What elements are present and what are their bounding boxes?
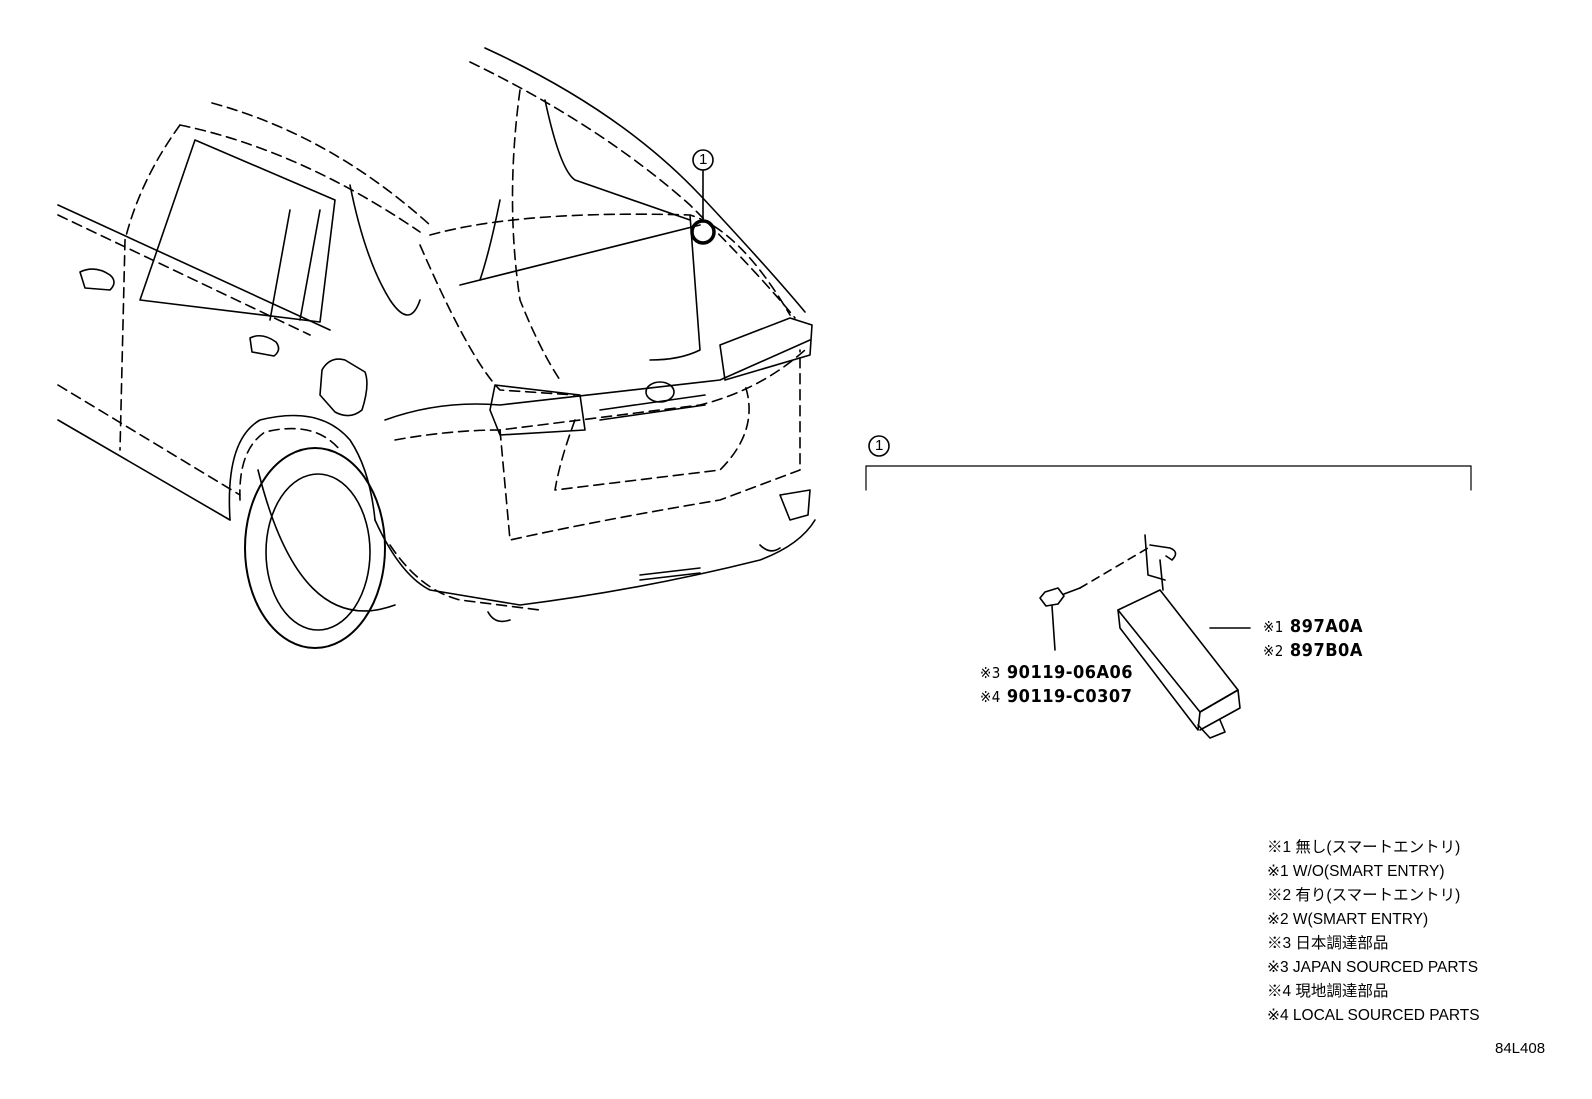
legend-item: ※3 日本調達部品 [1267,935,1389,952]
part-number-module-1[interactable]: ※1 897A0A [1263,618,1363,636]
drawing-code: 84L408 [1495,1040,1546,1057]
legend-item: ※2 有り(スマートエントリ) [1267,887,1461,904]
callout-number-vehicle: 1 [699,151,708,168]
callout-1-vehicle [690,149,716,245]
detail-bracket [865,435,1472,491]
legend-item: ※1 W/O(SMART ENTRY) [1267,863,1445,880]
legend-item: ※1 無し(スマートエントリ) [1267,839,1461,856]
callout-number-detail: 1 [875,437,884,454]
part-number: 90119-C0307 [1006,686,1133,707]
part-number: 897B0A [1289,640,1363,661]
legend-item: ※3 JAPAN SOURCED PARTS [1267,959,1479,976]
part-ref: ※1 [1263,618,1284,636]
part-ref: ※3 [980,664,1001,682]
part-ref: ※4 [980,688,1001,706]
legend-item: ※4 LOCAL SOURCED PARTS [1267,1007,1480,1024]
legend-item: ※4 現地調達部品 [1267,983,1389,1000]
part-number: 90119-06A06 [1006,662,1134,683]
legend-item: ※2 W(SMART ENTRY) [1267,911,1429,928]
legend: ※1 無し(スマートエントリ) ※1 W/O(SMART ENTRY) ※2 有… [1267,836,1480,1028]
part-number-bolt-4[interactable]: ※4 90119-C0307 [980,688,1132,706]
part-number: 897A0A [1289,616,1364,637]
part-ref: ※2 [1263,642,1284,660]
part-number-bolt-3[interactable]: ※3 90119-06A06 [980,664,1133,682]
bolt [1039,547,1149,651]
part-number-module-2[interactable]: ※2 897B0A [1263,642,1363,660]
control-module [1117,534,1251,739]
vehicle-outline [57,47,816,649]
